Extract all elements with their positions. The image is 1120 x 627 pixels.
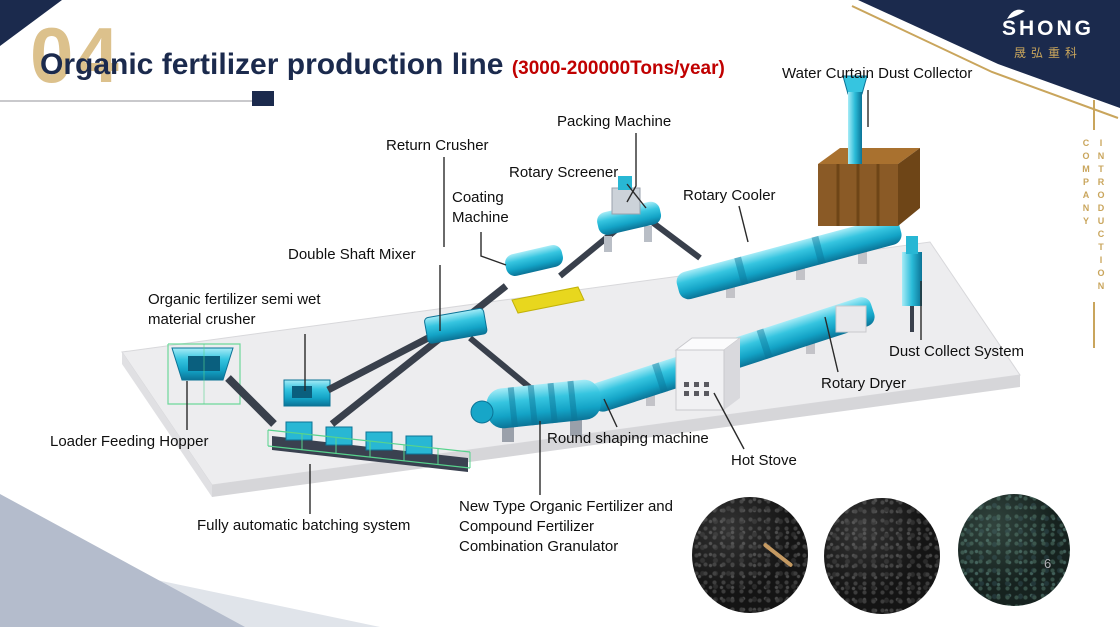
label-packing-machine: Packing Machine xyxy=(557,113,672,130)
slide-number: 04 xyxy=(30,11,121,99)
pointer-line xyxy=(713,392,745,450)
conveyor-hopper-to-batching xyxy=(225,375,277,427)
label-semi-wet-crusher: Organic fertilizer semi wet material cru… xyxy=(148,291,321,328)
machine-packing xyxy=(611,176,641,215)
banner-shape xyxy=(858,0,1120,108)
banner-gold-line xyxy=(851,5,1119,119)
label-rotary-screener: Rotary Screener xyxy=(509,164,619,181)
label-granulator: New Type Organic Fertilizer and Compound… xyxy=(459,498,673,555)
title-underline xyxy=(0,100,252,102)
label-dust-collect-system: Dust Collect System xyxy=(889,343,1025,360)
machine-hot-stove xyxy=(674,337,742,411)
pointer-line xyxy=(480,232,507,266)
page-number: 6 xyxy=(1044,556,1052,571)
label-return-crusher: Return Crusher xyxy=(386,137,489,154)
label-coating-machine: Coating Machine xyxy=(452,189,509,226)
label-water-curtain-dust-collector: Water Curtain Dust Collector xyxy=(782,65,973,82)
label-rotary-dryer: Rotary Dryer xyxy=(821,375,907,392)
pointer-line xyxy=(626,183,647,209)
machine-rotary-cooler xyxy=(676,217,902,300)
page-title: Organic fertilizer production line (3000… xyxy=(40,48,725,82)
pointer-line xyxy=(603,398,618,428)
granule-photo-3 xyxy=(958,494,1070,606)
machine-structure xyxy=(835,305,867,333)
logo-name: SHONG xyxy=(1001,17,1094,40)
title-text: Organic fertilizer production line xyxy=(40,48,504,81)
label-loader-feeding-hopper: Loader Feeding Hopper xyxy=(50,433,209,450)
machine-water-curtain-chimney xyxy=(842,75,868,164)
label-double-shaft-mixer: Double Shaft Mixer xyxy=(288,246,416,263)
top-right-banner xyxy=(851,0,1120,119)
logo: SHONG 晟弘重科 xyxy=(1002,8,1094,61)
label-round-shaping-machine: Round shaping machine xyxy=(547,430,709,447)
conveyor-screener-to-cooler xyxy=(650,219,702,261)
pointer-line xyxy=(824,316,839,373)
side-word-introduction: INTRODUCTION xyxy=(1096,138,1106,294)
label-batching-system: Fully automatic batching system xyxy=(197,517,411,534)
gold-dash-bottom xyxy=(1092,302,1095,348)
side-vertical-text: COMPANY INTRODUCTION xyxy=(1081,100,1106,348)
platform xyxy=(121,241,1021,497)
title-accent-square xyxy=(252,91,274,106)
pointer-line xyxy=(626,133,637,203)
machine-dust-collect-tower xyxy=(902,236,922,332)
label-rotary-cooler: Rotary Cooler xyxy=(683,187,776,204)
machine-semi-wet-crusher xyxy=(283,379,331,407)
gold-dash-top xyxy=(1092,100,1095,130)
title-capacity: (3000-200000Tons/year) xyxy=(511,58,725,79)
twig xyxy=(762,542,794,568)
pointer-line xyxy=(738,205,749,243)
machine-rotary-screener xyxy=(597,201,662,252)
side-word-company: COMPANY xyxy=(1081,138,1091,229)
granule-photo-1 xyxy=(692,497,808,613)
logo-leaf-icon xyxy=(1006,9,1025,19)
machine-granulator xyxy=(470,379,601,442)
machine-coating xyxy=(505,245,585,314)
conveyor-crusher-to-mixer xyxy=(326,332,434,394)
logo-chinese: 晟弘重科 xyxy=(1013,46,1082,60)
machine-dust-collector xyxy=(818,148,920,226)
machine-loader-feeding-hopper xyxy=(167,343,241,405)
pointer-lines xyxy=(186,90,922,514)
machine-batching-system xyxy=(267,421,471,472)
label-hot-stove: Hot Stove xyxy=(731,452,797,469)
granule-photo-2 xyxy=(824,498,940,614)
